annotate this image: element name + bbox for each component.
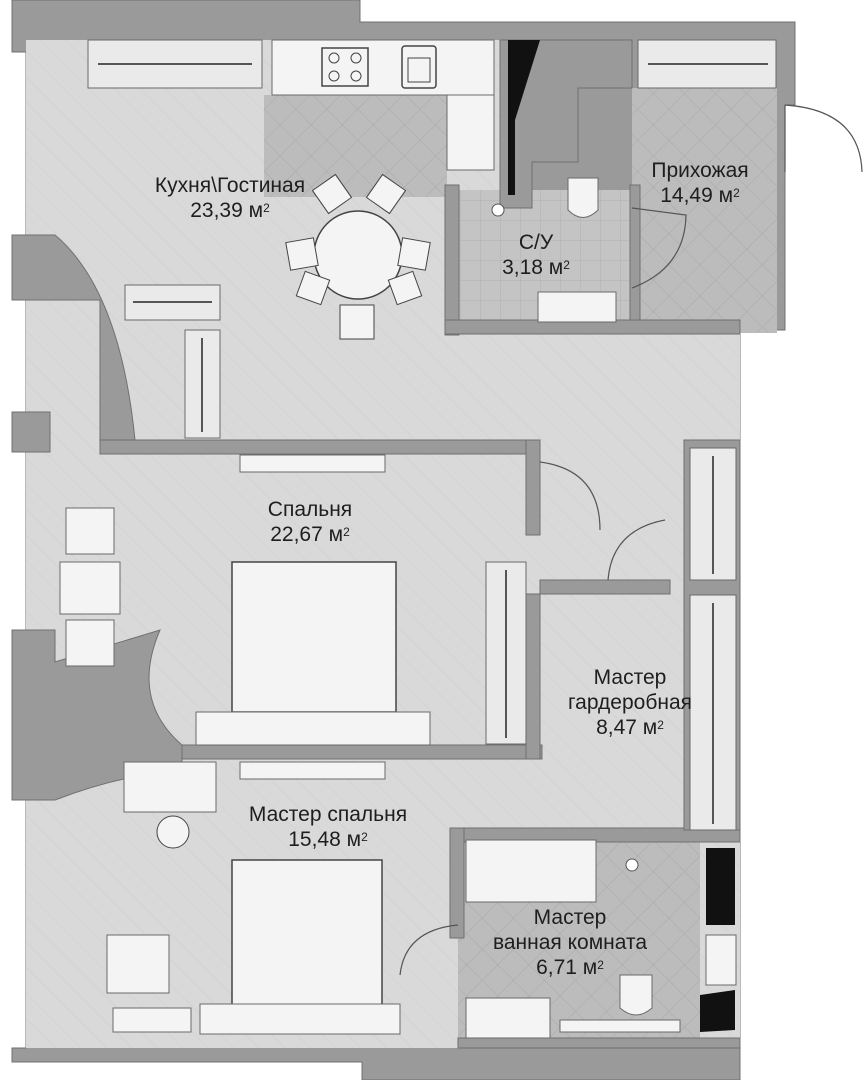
- room-label-wardrobe: Мастер гардеробная 8,47 м2: [540, 665, 720, 740]
- area-unit-exponent: 2: [361, 830, 368, 844]
- room-area: 14,49 м: [660, 184, 734, 207]
- area-unit-exponent: 2: [597, 958, 604, 972]
- bedroom-furniture: [59, 454, 431, 1035]
- area-unit-exponent: 2: [343, 525, 350, 539]
- room-label-master-bedroom: Мастер спальня 15,48 м2: [218, 802, 438, 852]
- room-label-hallway: Прихожая 14,49 м2: [630, 158, 770, 208]
- area-unit-exponent: 2: [563, 258, 570, 272]
- area-unit-exponent: 2: [263, 201, 270, 215]
- room-name: Кухня\Гостиная: [154, 174, 306, 197]
- room-name: С/У: [518, 231, 554, 254]
- area-unit-exponent: 2: [657, 718, 664, 732]
- room-name-line2: гардеробная: [567, 691, 693, 714]
- room-area: 3,18 м: [502, 256, 564, 279]
- wc-fixtures: [465, 40, 737, 1039]
- room-name-line2: ванная комната: [492, 931, 648, 954]
- room-label-bedroom: Спальня 22,67 м2: [220, 497, 400, 547]
- room-label-wc: С/У 3,18 м2: [476, 230, 596, 280]
- wardrobes: [87, 39, 777, 831]
- room-name: Прихожая: [651, 159, 749, 182]
- doors: [399, 104, 863, 976]
- room-label-master-bath: Мастер ванная комната 6,71 м2: [470, 905, 670, 980]
- room-area: 6,71 м: [536, 956, 598, 979]
- room-name-line1: Мастер: [593, 666, 667, 689]
- room-name: Спальня: [267, 498, 353, 521]
- room-area: 22,67 м: [270, 523, 344, 546]
- area-unit-exponent: 2: [733, 186, 740, 200]
- dining-table: [285, 173, 431, 340]
- room-name: Мастер спальня: [248, 803, 408, 826]
- kitchen-counter: [271, 39, 495, 171]
- room-area: 23,39 м: [190, 199, 264, 222]
- room-name-line1: Мастер: [533, 906, 607, 929]
- room-area: 15,48 м: [288, 828, 362, 851]
- room-area: 8,47 м: [596, 716, 658, 739]
- room-label-kitchen: Кухня\Гостиная 23,39 м2: [120, 173, 340, 223]
